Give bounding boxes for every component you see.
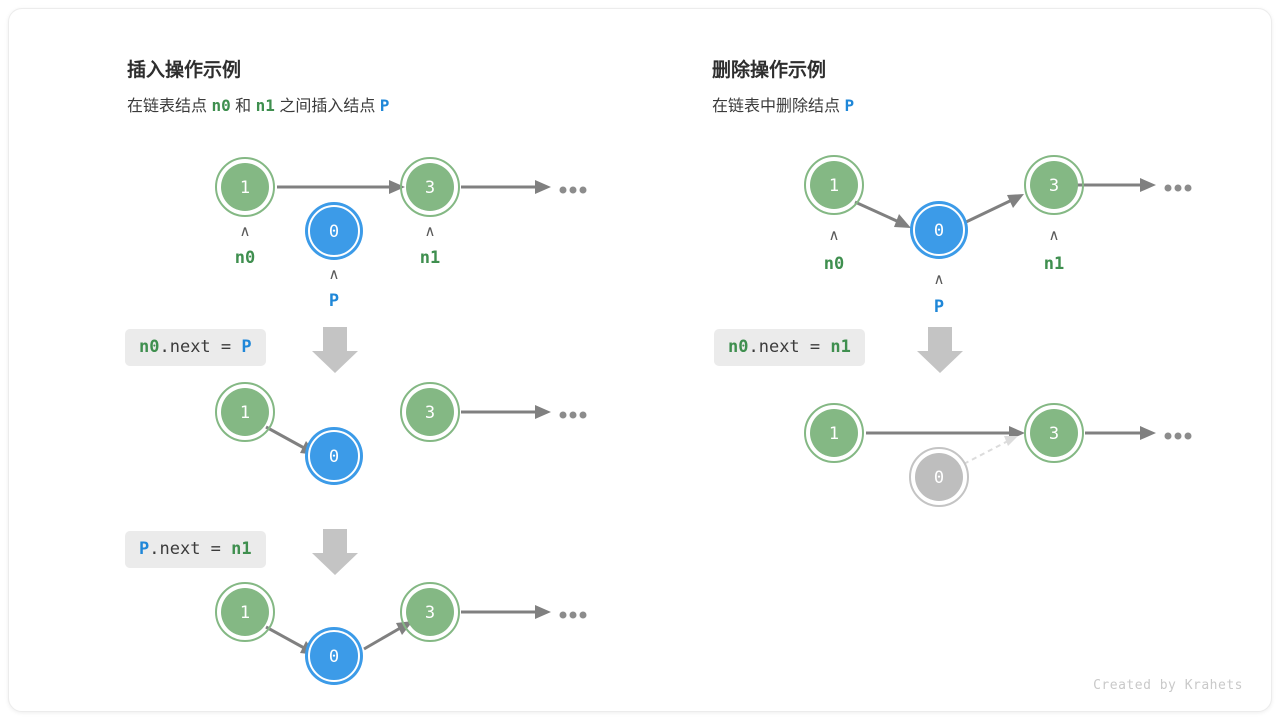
ellipsis-icon <box>559 611 587 619</box>
code-box-step1: n0.next = P <box>125 329 266 367</box>
pointer-label-n0: n0 <box>824 254 844 274</box>
left-step3-graphic: 1 0 3 <box>215 582 587 685</box>
down-arrow-icon <box>917 327 963 373</box>
left-step2-graphic: 1 0 3 <box>215 382 587 485</box>
arrow-n1-to-tail <box>461 605 551 619</box>
node-n0: 1 <box>804 155 864 215</box>
node-n0: 1 <box>215 157 275 217</box>
subtitle-var-p: P <box>844 96 855 115</box>
left-panel-subtitle: 在链表结点 n0 和 n1 之间插入结点 P <box>127 92 389 116</box>
node-value: 1 <box>240 603 250 623</box>
node-value: 0 <box>934 468 944 488</box>
pointer-label-p: P <box>329 291 339 311</box>
code-var-p: P <box>139 539 150 559</box>
node-value: 3 <box>425 403 435 423</box>
diagram-card: 插入操作示例 在链表结点 n0 和 n1 之间插入结点 P 1 ∧ n0 <box>8 8 1272 712</box>
code-operator: .next = <box>159 337 242 357</box>
code-var-n0: n0 <box>139 337 160 357</box>
node-value: 1 <box>240 178 250 198</box>
code-operator: .next = <box>149 539 232 559</box>
pointer-label-p: P <box>934 297 944 317</box>
right-steps-graphic: 1 ∧ n0 0 ∧ P 3 ∧ n1 <box>804 155 1192 507</box>
node-n1: 3 <box>400 582 460 642</box>
arrow-n0-to-p <box>854 200 911 228</box>
subtitle-text-part2: 和 <box>230 98 256 115</box>
arrow-n0-to-n1 <box>277 180 405 194</box>
arrow-n1-to-tail <box>461 405 551 419</box>
ellipsis-icon <box>559 186 587 194</box>
right-panel-subtitle: 在链表中删除结点 P <box>712 92 854 116</box>
pointer-label-n0: n0 <box>235 248 255 268</box>
code-operator: .next = <box>748 337 831 357</box>
node-p: 0 <box>305 427 363 485</box>
node-n1: 3 <box>1024 155 1084 215</box>
code-box-step2: P.next = n1 <box>125 531 266 569</box>
caret-icon: ∧ <box>829 226 840 244</box>
right-panel-title: 删除操作示例 <box>712 60 827 81</box>
caret-icon: ∧ <box>240 222 251 240</box>
node-n1: 3 <box>1024 403 1084 463</box>
arrow-n1-to-tail <box>461 180 551 194</box>
down-arrow-icon <box>312 529 358 575</box>
arrow-n0-to-n1 <box>866 426 1025 440</box>
arrow-p-to-n1 <box>965 194 1024 224</box>
node-value: 3 <box>1049 176 1059 196</box>
subtitle-text-part3: 之间插入结点 <box>274 98 380 115</box>
node-n0: 1 <box>215 382 275 442</box>
code-var-n0: n0 <box>728 337 749 357</box>
node-value: 0 <box>934 221 944 241</box>
ellipsis-icon <box>559 411 587 419</box>
node-n1: 3 <box>400 157 460 217</box>
ellipsis-icon <box>1164 432 1192 440</box>
footer-credit: Created by Krahets <box>1093 678 1243 693</box>
node-n0: 1 <box>804 403 864 463</box>
subtitle-text-part1: 在链表中删除结点 <box>712 98 845 115</box>
code-var-n1: n1 <box>231 539 252 559</box>
left-step1-graphic: 1 ∧ n0 0 ∧ P 3 ∧ n1 <box>215 157 587 685</box>
node-value: 1 <box>829 176 839 196</box>
down-arrow-icon <box>312 327 358 373</box>
pointer-label-n1: n1 <box>420 248 440 268</box>
caret-icon: ∧ <box>1049 226 1060 244</box>
node-value: 0 <box>329 222 339 242</box>
node-value: 3 <box>425 603 435 623</box>
node-p: 0 <box>305 202 363 260</box>
delete-operation-panel: 删除操作示例 在链表中删除结点 P <box>594 9 1234 711</box>
node-value: 1 <box>240 403 250 423</box>
left-panel-title: 插入操作示例 <box>127 60 242 81</box>
pointer-label-n1: n1 <box>1044 254 1064 274</box>
caret-icon: ∧ <box>425 222 436 240</box>
node-value: 3 <box>425 178 435 198</box>
node-p: 0 <box>305 627 363 685</box>
subtitle-var-n0: n0 <box>211 96 231 115</box>
right-step2-graphic: 1 0 3 <box>804 403 1192 507</box>
code-box-step1: n0.next = n1 <box>714 329 865 367</box>
node-p: 0 <box>910 201 968 259</box>
caret-icon: ∧ <box>934 270 945 288</box>
caret-icon: ∧ <box>329 265 340 283</box>
right-step1-graphic: 1 ∧ n0 0 ∧ P 3 ∧ n1 <box>804 155 1192 317</box>
subtitle-var-p: P <box>379 96 390 115</box>
node-value: 0 <box>329 647 339 667</box>
insert-operation-panel: 插入操作示例 在链表结点 n0 和 n1 之间插入结点 P 1 ∧ n0 <box>9 9 609 711</box>
node-n0: 1 <box>215 582 275 642</box>
node-value: 3 <box>1049 424 1059 444</box>
subtitle-text-part1: 在链表结点 <box>127 98 212 115</box>
subtitle-var-n1: n1 <box>255 96 275 115</box>
code-var-n1: n1 <box>830 337 851 357</box>
arrow-p-to-n1 <box>363 621 413 651</box>
node-value: 0 <box>329 447 339 467</box>
arrow-n1-to-tail <box>1085 426 1156 440</box>
node-value: 1 <box>829 424 839 444</box>
node-deleted: 0 <box>909 447 969 507</box>
ellipsis-icon <box>1164 184 1192 192</box>
node-n1: 3 <box>400 382 460 442</box>
code-var-p: P <box>241 337 252 357</box>
